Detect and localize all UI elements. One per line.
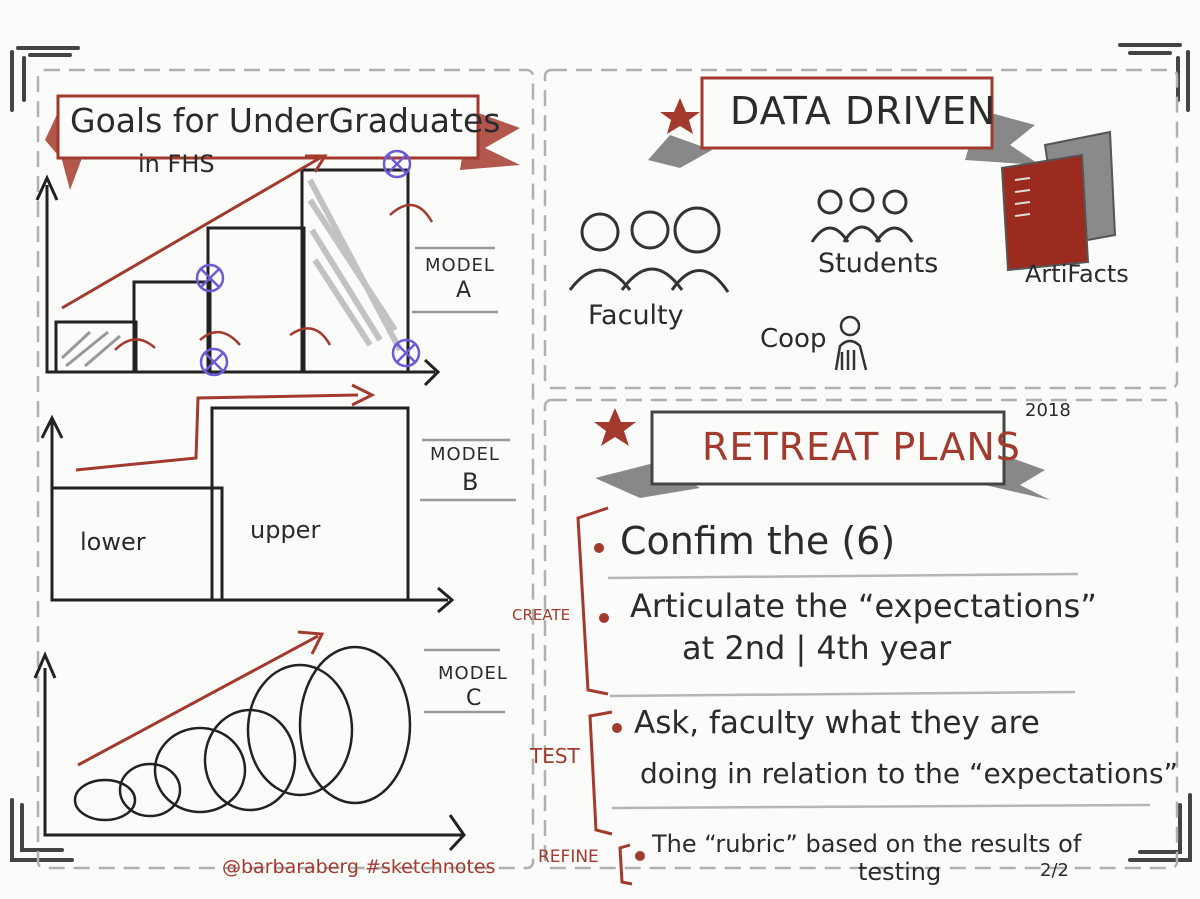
- data-driven-title: DATA DRIVEN: [730, 89, 997, 133]
- model-b-lower-label: lower: [80, 528, 146, 556]
- retreat-bullets: [594, 543, 645, 861]
- retreat-bullet-confirm: Confim the (6): [620, 519, 896, 563]
- retreat-bullet-ask-line1: Ask, faculty what they are: [634, 705, 1040, 741]
- model-b-chart: [40, 383, 516, 614]
- model-c-label: MODEL: [438, 663, 508, 684]
- artifacts-icon: [1000, 130, 1117, 272]
- footer-credit: @barbaraberg #sketchnotes: [222, 856, 496, 878]
- goals-banner-subtitle: in FHS: [138, 150, 215, 178]
- model-c-chart: [33, 630, 505, 852]
- frame-corners: [10, 43, 1192, 862]
- goals-banner-title: Goals for UnderGraduates: [70, 101, 501, 140]
- refine-label: REFINE: [538, 847, 599, 867]
- retreat-bullet-articulate-line1: Articulate the “expectations”: [630, 587, 1097, 625]
- model-a-letter: A: [456, 278, 472, 303]
- coop-label: Coop: [760, 324, 827, 354]
- retreat-bullet-ask-line2: doing in relation to the “expectations”: [640, 757, 1179, 790]
- model-a-chart: [35, 149, 498, 387]
- model-a-label: MODEL: [425, 255, 495, 276]
- test-label: TEST: [530, 744, 580, 768]
- panel-borders: [36, 68, 1179, 870]
- model-a-markers: [195, 149, 421, 377]
- faculty-label: Faculty: [588, 300, 684, 331]
- retreat-banner: [594, 408, 1050, 500]
- goals-banner: [45, 94, 520, 190]
- model-b-upper-label: upper: [250, 516, 321, 544]
- retreat-title: RETREAT PLANS: [702, 425, 1021, 469]
- create-label: CREATE: [512, 606, 571, 624]
- model-b-label: MODEL: [430, 444, 500, 465]
- retreat-dividers: [607, 572, 1151, 810]
- model-b-letter: B: [462, 468, 479, 496]
- students-icon: [810, 187, 914, 243]
- model-c-letter: C: [466, 686, 482, 711]
- faculty-icon: [568, 206, 730, 293]
- coop-icon: [834, 315, 868, 371]
- artifacts-label: ArtiFacts: [1025, 260, 1129, 288]
- footer-page: 2/2: [1040, 860, 1069, 881]
- retreat-bullet-articulate-line2: at 2nd | 4th year: [682, 629, 952, 667]
- retreat-year: 2018: [1025, 400, 1071, 421]
- data-driven-banner: [648, 76, 1040, 168]
- retreat-bullet-rubric-line2: testing: [858, 858, 942, 886]
- retreat-bullet-rubric-line1: The “rubric” based on the results of: [652, 830, 1082, 858]
- students-label: Students: [818, 248, 939, 279]
- retreat-brackets: [576, 506, 633, 886]
